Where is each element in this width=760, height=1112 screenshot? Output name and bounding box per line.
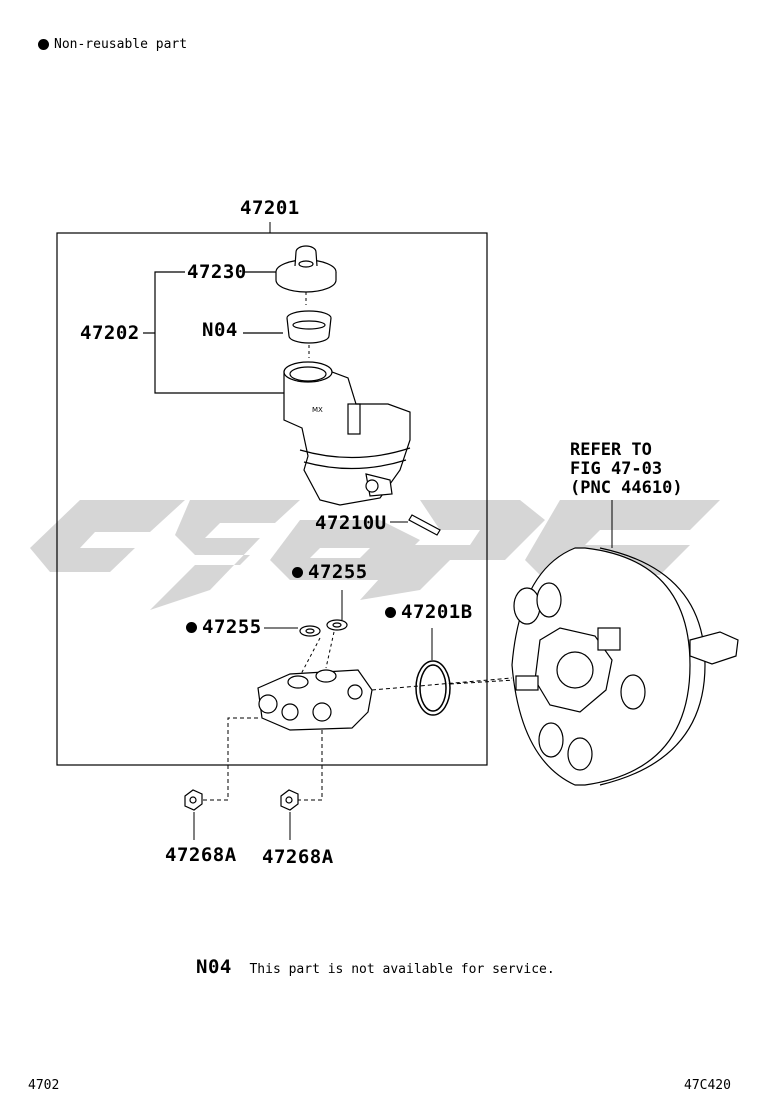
- label-47255-upper: 47255: [292, 563, 368, 582]
- bracket-47202: [143, 271, 285, 394]
- label-n04: N04: [202, 319, 238, 341]
- footer-right: 47C420: [684, 1078, 731, 1093]
- service-note-text: This part is not available for service.: [249, 962, 555, 977]
- label-47201b: 47201B: [385, 603, 473, 622]
- label-47255-upper-text: 47255: [308, 561, 368, 583]
- legend: Non-reusable part: [38, 38, 187, 51]
- footer-left: 4702: [28, 1078, 60, 1093]
- master-cylinder-body: [257, 669, 373, 731]
- assembly-box: [56, 232, 488, 766]
- label-47255-lower: 47255: [186, 618, 262, 637]
- refer-line-3: (PNC 44610): [570, 478, 683, 498]
- strainer-n04: [286, 310, 332, 344]
- grommets-47255: [299, 619, 348, 637]
- o-ring-47201b: [415, 660, 451, 716]
- non-reusable-dot-icon: [38, 39, 49, 50]
- refer-line-1: REFER TO: [570, 440, 652, 460]
- label-47210u: 47210U: [315, 512, 387, 534]
- label-47201: 47201: [240, 197, 300, 219]
- label-47268a-right: 47268A: [262, 846, 334, 868]
- non-reusable-dot-icon: [385, 607, 396, 618]
- svg-text:MX: MX: [312, 406, 323, 414]
- label-47230: 47230: [187, 261, 247, 283]
- refer-line-2: FIG 47-03: [570, 459, 663, 479]
- nuts-47268a: [184, 789, 299, 811]
- legend-non-reusable: Non-reusable part: [54, 37, 188, 52]
- refer-to-note: REFER TO FIG 47-03 (PNC 44610): [570, 441, 683, 498]
- reservoir-tank: MX: [283, 361, 411, 506]
- label-47201b-text: 47201B: [401, 601, 473, 623]
- non-reusable-dot-icon: [186, 622, 197, 633]
- service-note-code: N04: [196, 956, 232, 978]
- label-47202: 47202: [80, 322, 140, 344]
- label-47255-lower-text: 47255: [202, 616, 262, 638]
- non-reusable-dot-icon: [292, 567, 303, 578]
- reservoir-cap: [275, 245, 337, 293]
- label-47268a-left: 47268A: [165, 844, 237, 866]
- pin-47210u: [408, 514, 441, 536]
- brake-booster: [511, 547, 739, 786]
- service-note: N04 This part is not available for servi…: [196, 958, 555, 977]
